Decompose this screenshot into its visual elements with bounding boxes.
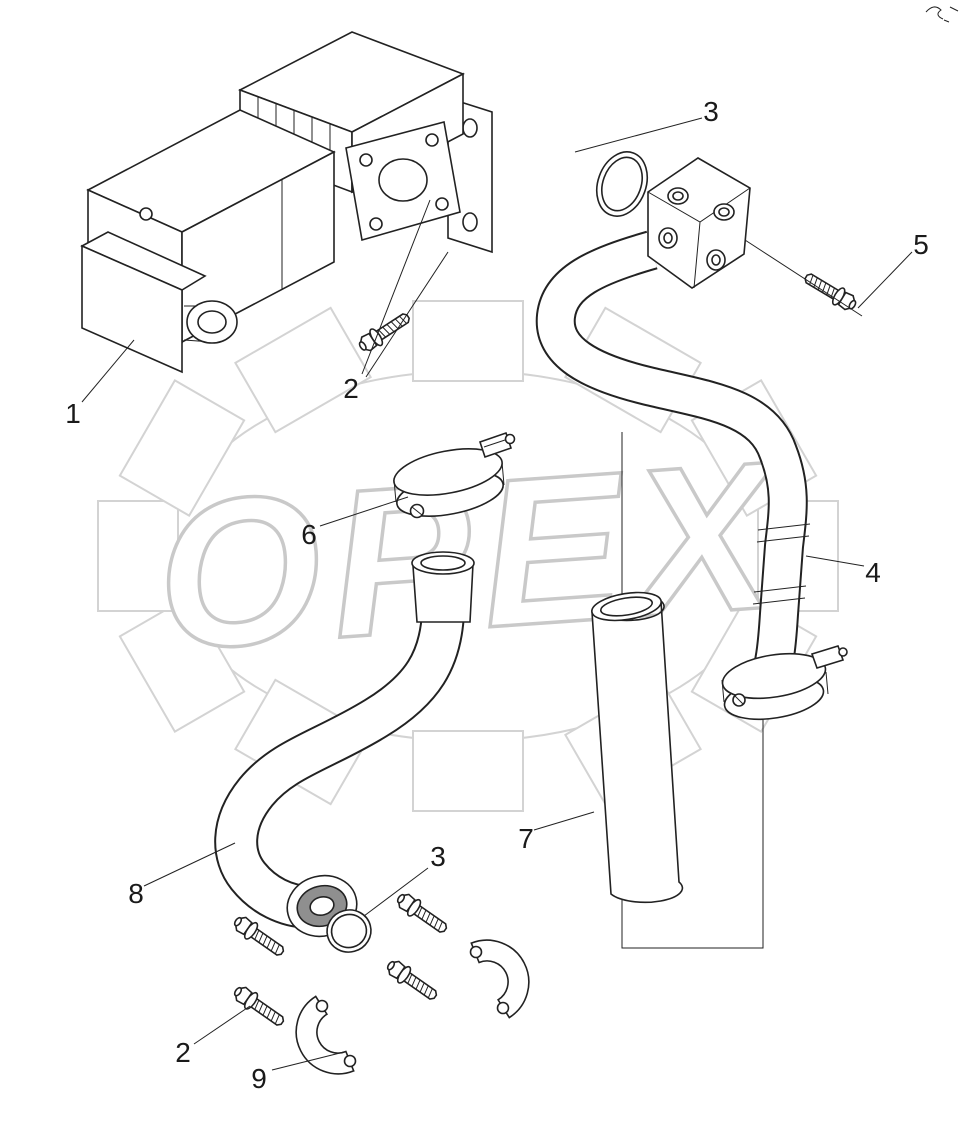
leader-2-bottom (193, 1005, 251, 1045)
hose-coupler-part-4 (752, 523, 811, 605)
right-hose-fill (537, 232, 806, 676)
hose-end-bore (309, 895, 335, 917)
callout-3-bottom: 3 (430, 841, 446, 872)
left-hose-fill (216, 610, 463, 927)
callout-2-bottom: 2 (175, 1037, 191, 1068)
callout-7: 7 (518, 823, 534, 854)
callout-5: 5 (913, 229, 929, 260)
tube-top-bore (599, 596, 654, 617)
callout-8: 8 (128, 878, 144, 909)
corner-scribble (925, 6, 959, 23)
pump-shaft-bore (378, 158, 428, 202)
hose-flange-block (647, 157, 751, 289)
leader-2-top (361, 199, 449, 378)
leader-6 (319, 496, 409, 527)
clamp-screw-head (838, 647, 848, 657)
clamp-screw-housing (810, 645, 845, 669)
leader-4 (805, 555, 865, 567)
leader-3-bottom (363, 867, 429, 917)
leader-lines (81, 117, 913, 1071)
pump-plug (139, 207, 153, 221)
right-hose (535, 230, 811, 677)
flange-half-lower (295, 995, 357, 1075)
pump-part-1 (80, 31, 493, 374)
stub-bore (420, 555, 466, 571)
leader-7 (533, 811, 595, 831)
callout-labels: 1 2 3 5 6 4 7 8 3 2 9 (65, 96, 929, 1094)
callout-9: 9 (251, 1063, 267, 1094)
clamp-part-6 (393, 431, 516, 519)
clamp6-screw-housing (478, 431, 513, 459)
leader-3-top (574, 117, 703, 153)
pump-manifold-front (81, 244, 183, 374)
tube-part-7 (591, 591, 684, 904)
right-hose-clamp (721, 645, 848, 721)
o-ring-bottom (326, 909, 372, 953)
callout-6: 6 (301, 519, 317, 550)
leader-8 (143, 842, 236, 887)
callout-4: 4 (865, 557, 881, 588)
clamp6-screw-head (504, 433, 516, 445)
callout-3-top: 3 (703, 96, 719, 127)
o-ring-top (595, 151, 649, 217)
flange-half-upper (469, 939, 530, 1019)
leader-9 (271, 1051, 345, 1071)
leader-1 (81, 339, 135, 403)
callout-2-top: 2 (343, 373, 359, 404)
callout-1: 1 (65, 398, 81, 429)
leader-5 (744, 239, 913, 317)
